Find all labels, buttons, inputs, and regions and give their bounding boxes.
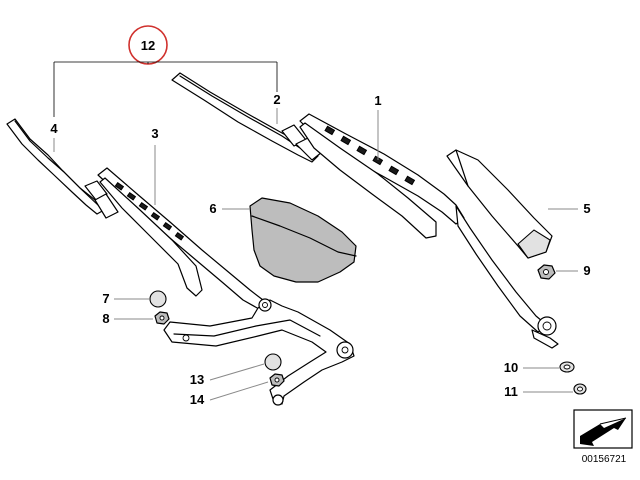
callout-10[interactable]: 10	[504, 360, 518, 375]
wiper-arm-left[interactable]	[97, 167, 264, 310]
callout-13-leader	[209, 363, 265, 381]
callout-4[interactable]: 4	[50, 121, 58, 136]
callout-3[interactable]: 3	[151, 126, 158, 141]
callout-7[interactable]: 7	[102, 291, 109, 306]
callout-2[interactable]: 2	[273, 92, 280, 107]
cap-7[interactable]	[149, 290, 167, 308]
callout-6[interactable]: 6	[209, 201, 216, 216]
callout-14-leader	[209, 381, 269, 401]
callout-12-bracket	[53, 61, 278, 117]
callout-12[interactable]: 12	[128, 25, 168, 65]
callout-1[interactable]: 1	[374, 93, 381, 108]
reference-number: 00156721	[582, 454, 627, 465]
wiper-blade-center[interactable]	[171, 72, 323, 163]
cover-cap[interactable]	[446, 149, 553, 259]
callout-12-label: 12	[141, 38, 155, 53]
nut-14[interactable]	[269, 373, 285, 387]
callout-5[interactable]: 5	[583, 201, 590, 216]
callout-13[interactable]: 13	[190, 372, 204, 387]
nut-8[interactable]	[154, 311, 170, 325]
washer-11[interactable]	[573, 383, 587, 395]
direction-arrow-icon	[573, 409, 633, 449]
callout-9[interactable]: 9	[583, 263, 590, 278]
arm-right-slots	[324, 125, 416, 186]
washer-10[interactable]	[559, 361, 575, 373]
callout-8[interactable]: 8	[102, 311, 109, 326]
seal-cap[interactable]	[249, 197, 357, 283]
callout-14[interactable]: 14	[190, 392, 205, 407]
wiper-blade-left[interactable]	[6, 118, 119, 219]
hex-nut[interactable]	[537, 264, 556, 280]
linkage-rod[interactable]	[163, 298, 355, 406]
wiper-arm-right[interactable]	[299, 113, 559, 349]
callout-11[interactable]: 11	[504, 384, 518, 399]
arm-left-slots	[114, 181, 185, 241]
cap-13[interactable]	[264, 353, 282, 371]
